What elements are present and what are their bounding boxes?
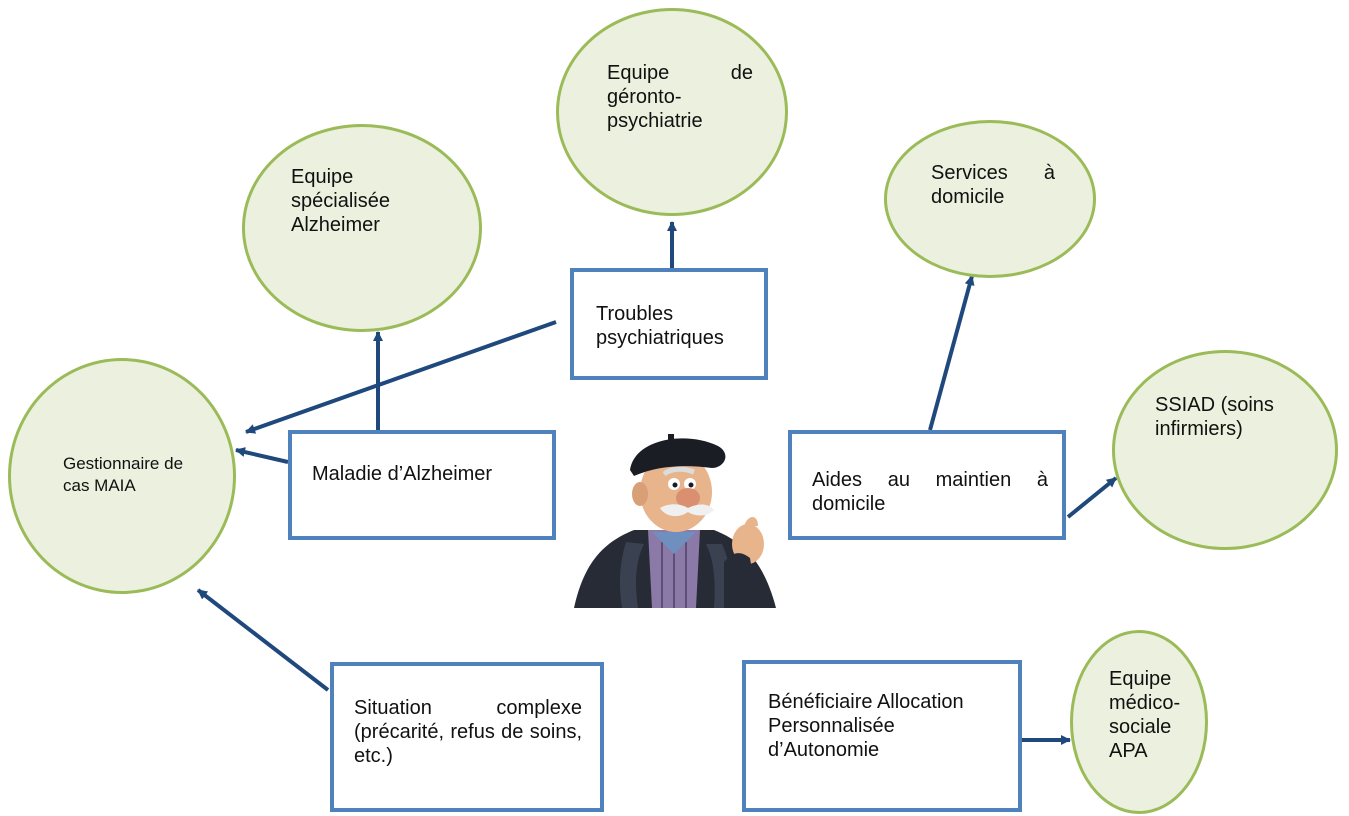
node-alzheimer-team: Equipe spécialisée Alzheimer [242, 124, 482, 332]
node-case-manager: Gestionnaire de cas MAIA [8, 358, 236, 594]
arrow-alzheimer-to-case-manager [235, 447, 289, 464]
box-apa-beneficiary-label: Bénéficiaire Allocation Personnalisée d’… [768, 691, 964, 761]
node-case-manager-label: Gestionnaire de cas MAIA [63, 454, 184, 495]
arrow-complex-to-case-manager [196, 588, 330, 692]
arrow-home-support-to-ssiad [1066, 476, 1118, 519]
elderly-man-illustration [574, 434, 776, 608]
node-apa-team: Equipe médico-sociale APA [1070, 630, 1208, 814]
node-gerontopsychiatry-team: Equipe de géronto-psychiatrie [556, 8, 788, 216]
box-alzheimer-disease-label: Maladie d’Alzheimer [312, 463, 493, 485]
box-complex-situation: Situation complexe (précarité, refus de … [330, 662, 604, 812]
box-apa-beneficiary: Bénéficiaire Allocation Personnalisée d’… [742, 660, 1022, 812]
node-apa-team-label: Equipe médico-sociale APA [1109, 668, 1181, 762]
box-home-support: Aides au maintien à domicile [788, 430, 1066, 540]
node-home-services-label: Services à domicile [931, 162, 1055, 208]
node-home-services: Services à domicile [884, 120, 1096, 278]
box-alzheimer-disease: Maladie d’Alzheimer [288, 430, 556, 540]
box-psychiatric-disorders: Troubles psychiatriques [570, 268, 768, 380]
node-gerontopsychiatry-label: Equipe de géronto-psychiatrie [607, 62, 753, 132]
box-home-support-label: Aides au maintien à domicile [812, 469, 1048, 515]
arrow-psych-to-case-manager [245, 320, 557, 434]
box-complex-situation-label: Situation complexe (précarité, refus de … [354, 697, 582, 767]
box-psychiatric-label: Troubles psychiatriques [596, 303, 724, 349]
node-alzheimer-team-label: Equipe spécialisée Alzheimer [291, 166, 390, 236]
node-ssiad-label: SSIAD (soins infirmiers) [1155, 394, 1274, 440]
node-ssiad: SSIAD (soins infirmiers) [1112, 350, 1338, 550]
arrow-home-support-to-services [928, 275, 975, 431]
